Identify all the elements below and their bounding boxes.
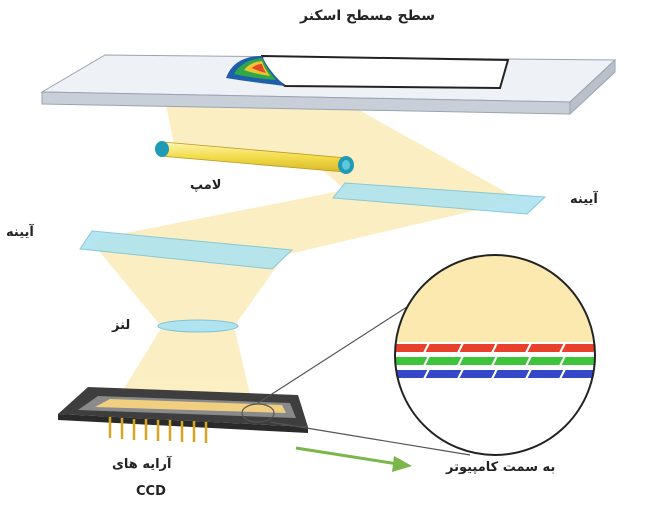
mirror-right-label: آیینه xyxy=(570,192,598,207)
stripe-red xyxy=(395,342,595,354)
mirror-left-label: آیینه xyxy=(6,225,34,240)
zoom-callout xyxy=(241,254,596,456)
ccd-pins xyxy=(108,417,208,443)
callout-line-top xyxy=(257,304,411,404)
ccd-array-label: آرایه های xyxy=(112,457,172,472)
mirror-left xyxy=(79,230,294,270)
lamp-label: لامپ xyxy=(190,178,222,193)
scanner-surface-label: سطح مسطح اسکنر xyxy=(300,8,436,24)
arrow-right-icon xyxy=(295,446,412,472)
beam-lens-to-ccd xyxy=(120,330,250,395)
glass-side-edge xyxy=(569,58,616,116)
document-page xyxy=(260,54,510,90)
zoom-circle xyxy=(394,254,596,456)
lamp-tube-icon xyxy=(155,141,354,174)
document-image xyxy=(226,56,285,86)
scanner-glass xyxy=(40,54,617,116)
mirror-right xyxy=(332,182,547,215)
lens xyxy=(157,319,239,333)
callout-source xyxy=(241,403,275,423)
to-computer-label: به سمت کامپیوتر xyxy=(446,460,556,475)
ccd-label: CCD xyxy=(136,484,166,499)
stripe-blue xyxy=(395,368,595,380)
beam-mirror-to-mirror xyxy=(90,190,520,255)
lens-label: لنز xyxy=(112,318,131,333)
stripe-green xyxy=(395,355,595,367)
ccd-chip-icon xyxy=(58,387,308,443)
callout-line-bottom xyxy=(269,421,471,456)
